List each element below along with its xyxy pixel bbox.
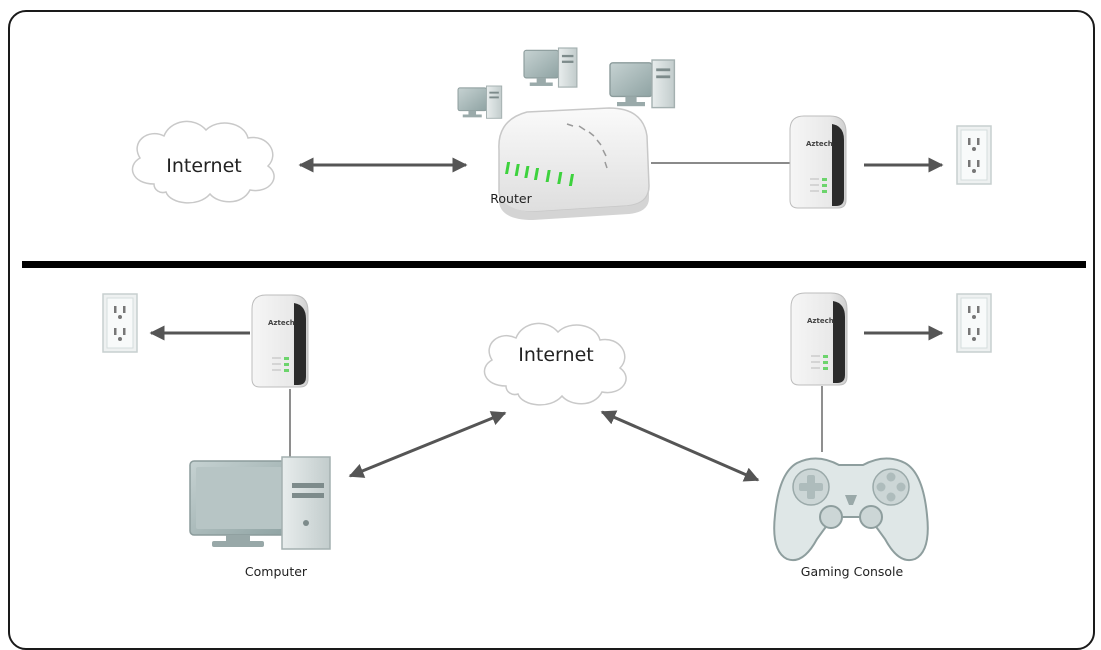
console-label: Gaming Console bbox=[801, 564, 904, 579]
wall-outlet-right bbox=[956, 293, 992, 353]
network-diagram: Internet Router Aztec bbox=[102, 47, 992, 579]
adapter-brand-left: Aztech bbox=[268, 319, 295, 327]
arrow-internet-console bbox=[600, 410, 760, 482]
router-label: Router bbox=[490, 191, 532, 206]
internet-cloud-top: Internet bbox=[131, 120, 275, 204]
computer-icon-3 bbox=[609, 59, 676, 109]
internet-label-bottom: Internet bbox=[518, 344, 593, 366]
powerline-adapter-left: Aztech bbox=[251, 294, 309, 388]
wall-outlet-top bbox=[956, 125, 992, 185]
powerline-adapter-top: Aztech bbox=[789, 115, 847, 209]
computer-icon-1 bbox=[457, 85, 503, 119]
section-divider bbox=[22, 261, 1086, 268]
internet-label-top: Internet bbox=[166, 155, 241, 177]
router-icon bbox=[498, 107, 650, 220]
gamepad-icon bbox=[773, 457, 929, 561]
computer-icon bbox=[189, 456, 331, 550]
wall-outlet-left bbox=[102, 293, 138, 353]
computer-icon-2 bbox=[523, 47, 578, 88]
arrow-computer-internet bbox=[348, 411, 507, 478]
internet-cloud-bottom: Internet bbox=[483, 322, 627, 406]
computer-label: Computer bbox=[245, 564, 308, 579]
adapter-brand-top: Aztech bbox=[806, 140, 833, 148]
powerline-adapter-right: Aztech bbox=[790, 292, 848, 386]
adapter-brand-right: Aztech bbox=[807, 317, 834, 325]
